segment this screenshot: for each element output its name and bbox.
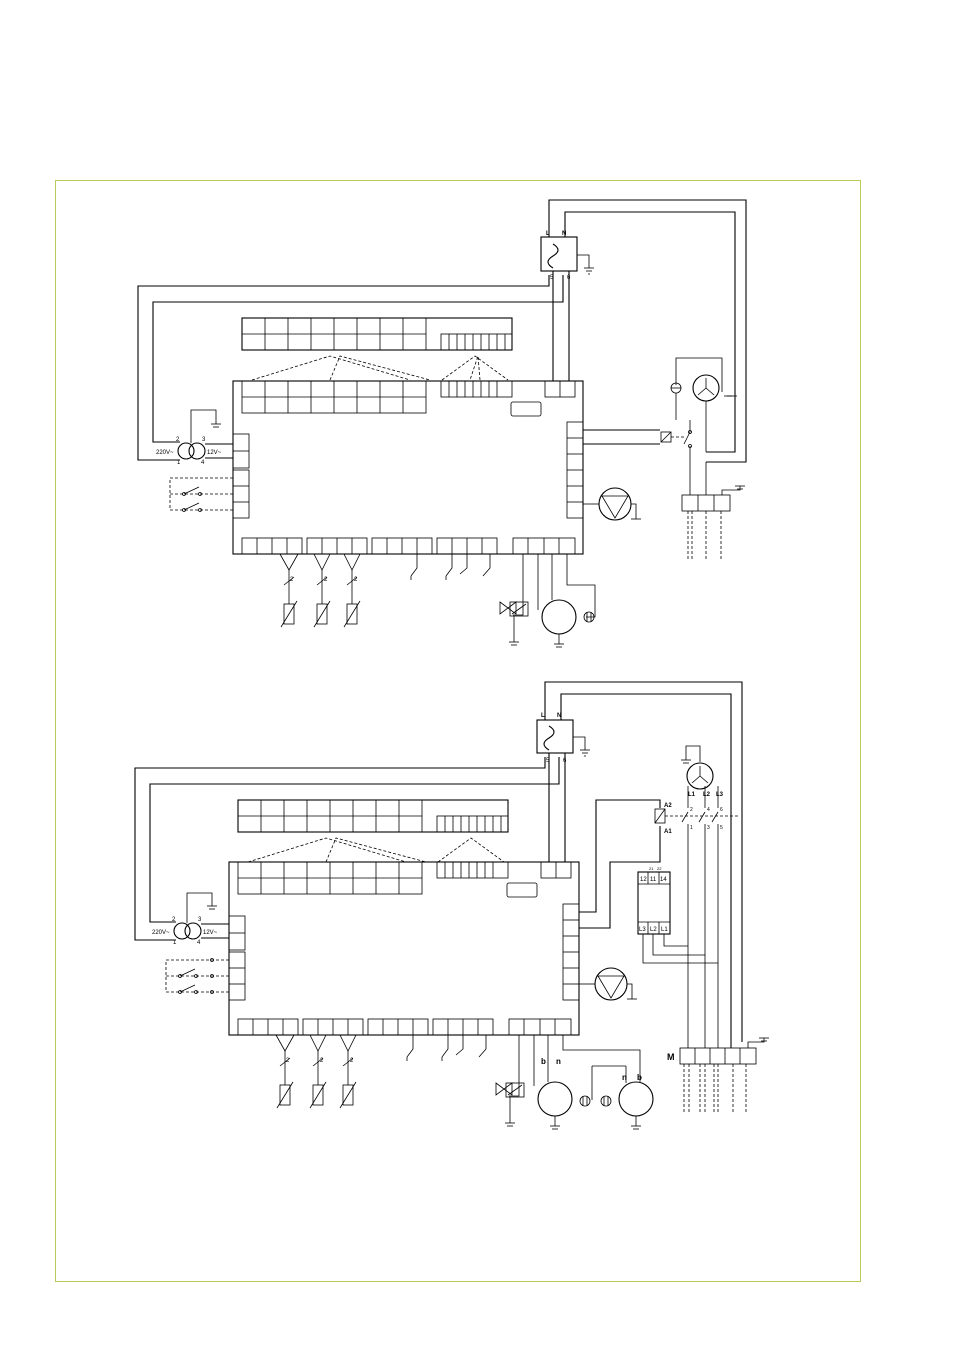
phase-relay [637, 871, 718, 964]
transformer-primary-label: 220V~ [156, 450, 174, 456]
motor-phase-l1: L1 [688, 792, 696, 798]
fuse-box-2 [536, 719, 574, 754]
fuse-term-5: 5 [550, 275, 554, 281]
pump-icon [583, 487, 641, 521]
contactor-pin-4: 4 [707, 807, 710, 813]
transformer-pin-3b: 3 [198, 917, 202, 923]
transformer-pin-3: 3 [202, 437, 206, 443]
contactor-pin-1: 1 [690, 825, 693, 831]
earth-icon [584, 267, 594, 275]
compressor-motor-icon-2 [533, 1035, 654, 1130]
relay-contacts [410, 554, 491, 580]
terminal-block-top [681, 462, 745, 560]
relay-pin-l1: L1 [661, 927, 668, 933]
fan-right-term-n: n [622, 1073, 627, 1082]
relay-pin-11: 11 [650, 877, 657, 883]
transformer-pin-4: 4 [201, 460, 205, 466]
earth-icon-2 [580, 749, 590, 757]
fan-left-term-b: b [541, 1057, 546, 1066]
motor-phase-l3: L3 [716, 792, 724, 798]
contactor-pin-3: 3 [707, 825, 710, 831]
relay-small-22: 22 [657, 866, 662, 871]
fan-relay [583, 420, 692, 495]
transformer-pin-2b: 2 [172, 917, 176, 923]
transformer-pin-1b: 1 [173, 940, 177, 946]
fuse-earth-wire [577, 254, 590, 268]
terminal-block-m [679, 1037, 769, 1112]
solenoid-valve-icon [499, 554, 529, 646]
relay-contacts-2 [406, 1035, 487, 1061]
display-module-2 [237, 799, 509, 863]
contactor-coil-a2: A2 [664, 803, 672, 809]
mains-L-wire-2 [544, 681, 743, 1042]
mains-N-wire [564, 211, 736, 453]
fuse-symbol [547, 243, 559, 269]
sensor-wire-count-3: 2 [354, 577, 358, 583]
solenoid-valve-icon-2 [495, 1035, 525, 1127]
mains-N-wire-2 [560, 693, 732, 1048]
fuse-symbol-2 [543, 725, 555, 751]
contactor-coil-a1: A1 [664, 829, 672, 835]
relay-pin-14: 14 [660, 877, 667, 883]
sensor-wire-count-1b: 2 [286, 1058, 290, 1064]
diagram-frame [55, 180, 861, 1282]
compressor-motor-icon [537, 554, 596, 648]
relay-pin-12: 12 [640, 877, 647, 883]
transformer-secondary-label-2: 12V~ [203, 930, 218, 936]
fuse-label-N-2: N [557, 713, 561, 719]
fuse-label-L-2: L [541, 713, 545, 719]
contactor-pin-6: 6 [720, 807, 723, 813]
three-phase-motor-icon [681, 745, 719, 1048]
transformer-primary-wire-2b [149, 757, 560, 923]
motor-phase-l2: L2 [703, 792, 711, 798]
temperature-sensors-2 [275, 1034, 357, 1109]
transformer-primary-label-2: 220V~ [152, 930, 170, 936]
fuse-earth-wire-2 [573, 736, 586, 750]
transformer-pin-2: 2 [176, 437, 180, 443]
sensor-wire-count-2: 2 [324, 577, 328, 583]
transformer-pin-1: 1 [177, 460, 181, 466]
transformer-primary-wire-1 [137, 275, 550, 461]
sensor-wire-count-3b: 2 [350, 1058, 354, 1064]
fuse-term-5-2: 5 [546, 758, 550, 764]
sensor-wire-count-2b: 2 [320, 1058, 324, 1064]
transformer-pin-4b: 4 [197, 940, 201, 946]
contactor-pin-5: 5 [720, 825, 723, 831]
wiring-diagram-top: L N 5 6 220V~ 12V~ 2 3 1 4 [137, 199, 747, 648]
contactor-pin-2: 2 [690, 807, 693, 813]
fan-motor-icon [670, 357, 737, 452]
controller-board [232, 380, 584, 555]
digital-input-switches [169, 477, 233, 512]
relay-pin-l2: L2 [650, 927, 657, 933]
transformer-primary-wire-1b [134, 757, 546, 941]
controller-board-2 [228, 861, 580, 1036]
transformer-secondary-label: 12V~ [207, 450, 222, 456]
relay-small-21: 21 [649, 866, 654, 871]
transformer-primary-wire-2 [152, 275, 564, 443]
wiring-diagram-bottom: L N 5 6 220V~ 12V~ 2 3 1 4 [134, 681, 769, 1130]
sensor-wire-count-1: 2 [290, 577, 294, 583]
fuse-label-L: L [546, 231, 550, 237]
fuse-box [540, 236, 578, 272]
terminal-block-label: M [667, 1052, 675, 1062]
fuse-label-N: N [562, 231, 566, 237]
display-module [241, 317, 513, 381]
mains-L-wire [548, 199, 747, 463]
fan-right-term-b: b [637, 1073, 642, 1082]
fan-left-term-n: n [556, 1057, 561, 1066]
pump-icon-2 [579, 967, 637, 1001]
relay-pin-l3: L3 [639, 927, 646, 933]
digital-input-switches-2 [165, 958, 229, 994]
transformer-icon [177, 409, 233, 460]
transformer-icon-2 [173, 892, 229, 940]
temperature-sensors [279, 553, 361, 628]
